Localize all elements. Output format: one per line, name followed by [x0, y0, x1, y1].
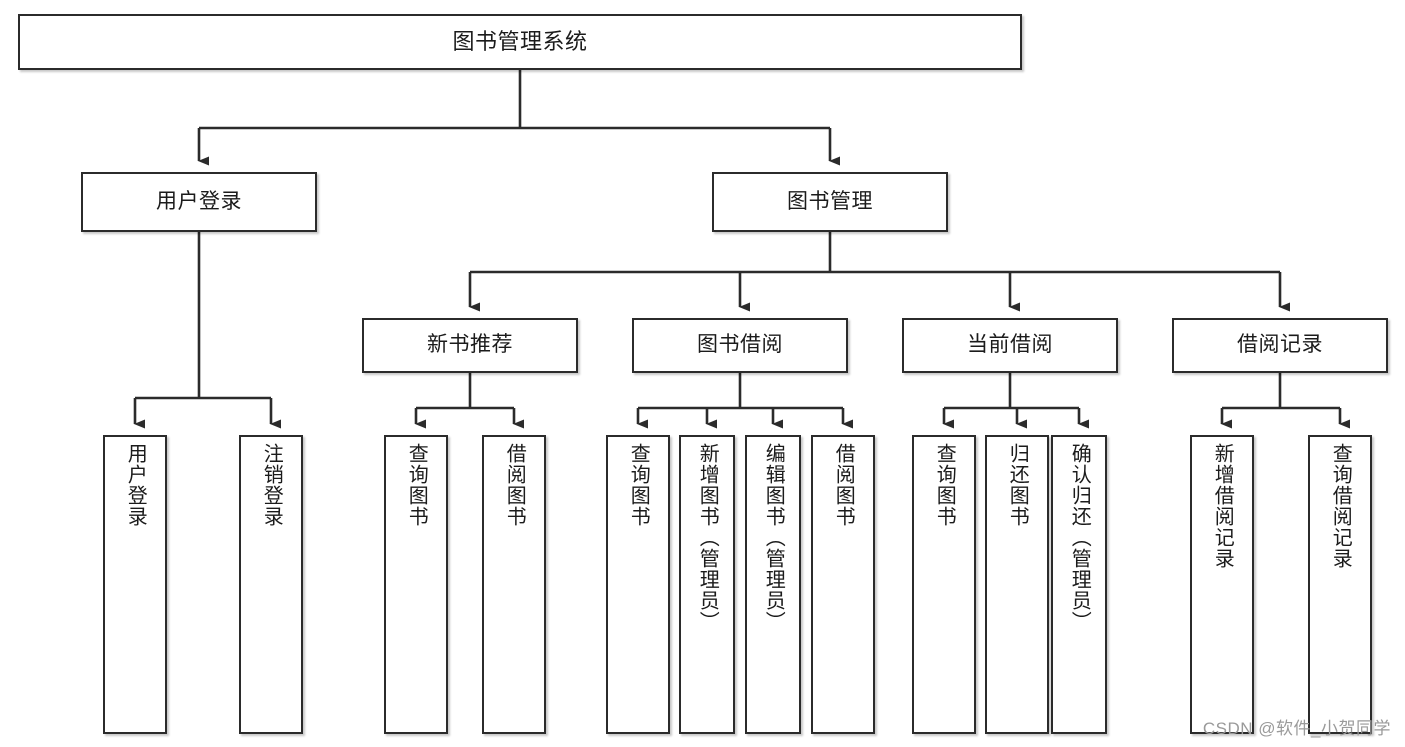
node-label: 图书管理 [787, 189, 873, 213]
node-label: 注销登录 [260, 443, 283, 527]
node-new-book-rec[interactable]: 新书推荐 [362, 318, 578, 373]
node-root[interactable]: 图书管理系统 [18, 14, 1022, 70]
node-leaf-query-book-1[interactable]: 查询图书 [384, 435, 448, 734]
node-label: 查询借阅记录 [1329, 443, 1352, 569]
node-leaf-borrow-book-1[interactable]: 借阅图书 [482, 435, 546, 734]
node-book-borrow[interactable]: 图书借阅 [632, 318, 848, 373]
node-leaf-user-logout[interactable]: 注销登录 [239, 435, 303, 734]
node-leaf-borrow-book-2[interactable]: 借阅图书 [811, 435, 875, 734]
node-leaf-user-login[interactable]: 用户登录 [103, 435, 167, 734]
node-label: 借阅图书 [832, 443, 855, 527]
watermark-text: CSDN @软件_小贺同学 [1202, 719, 1391, 738]
node-leaf-confirm-return[interactable]: 确认归还（管理员） [1051, 435, 1107, 734]
node-leaf-edit-book[interactable]: 编辑图书（管理员） [745, 435, 801, 734]
node-leaf-add-book[interactable]: 新增图书（管理员） [679, 435, 735, 734]
node-label: 新书推荐 [427, 333, 513, 357]
node-leaf-query-book-3[interactable]: 查询图书 [912, 435, 976, 734]
node-label: 归还图书 [1006, 443, 1029, 527]
node-label: 查询图书 [933, 443, 956, 527]
node-label: 新增图书（管理员） [696, 443, 719, 632]
node-current-borrow[interactable]: 当前借阅 [902, 318, 1118, 373]
node-user-login[interactable]: 用户登录 [81, 172, 317, 232]
node-label: 借阅记录 [1237, 333, 1323, 357]
node-label: 借阅图书 [503, 443, 526, 527]
node-label: 确认归还（管理员） [1068, 443, 1091, 632]
node-label: 当前借阅 [967, 333, 1053, 357]
node-label: 用户登录 [156, 189, 242, 213]
node-label: 用户登录 [124, 443, 147, 527]
node-label: 图书借阅 [697, 333, 783, 357]
node-leaf-query-record[interactable]: 查询借阅记录 [1308, 435, 1372, 734]
node-label: 查询图书 [627, 443, 650, 527]
node-leaf-add-record[interactable]: 新增借阅记录 [1190, 435, 1254, 734]
node-book-manage[interactable]: 图书管理 [712, 172, 948, 232]
node-label: 图书管理系统 [452, 29, 588, 55]
node-leaf-return-book[interactable]: 归还图书 [985, 435, 1049, 734]
node-label: 编辑图书（管理员） [762, 443, 785, 632]
node-leaf-query-book-2[interactable]: 查询图书 [606, 435, 670, 734]
node-label: 新增借阅记录 [1211, 443, 1234, 569]
node-label: 查询图书 [405, 443, 428, 527]
node-borrow-record[interactable]: 借阅记录 [1172, 318, 1388, 373]
